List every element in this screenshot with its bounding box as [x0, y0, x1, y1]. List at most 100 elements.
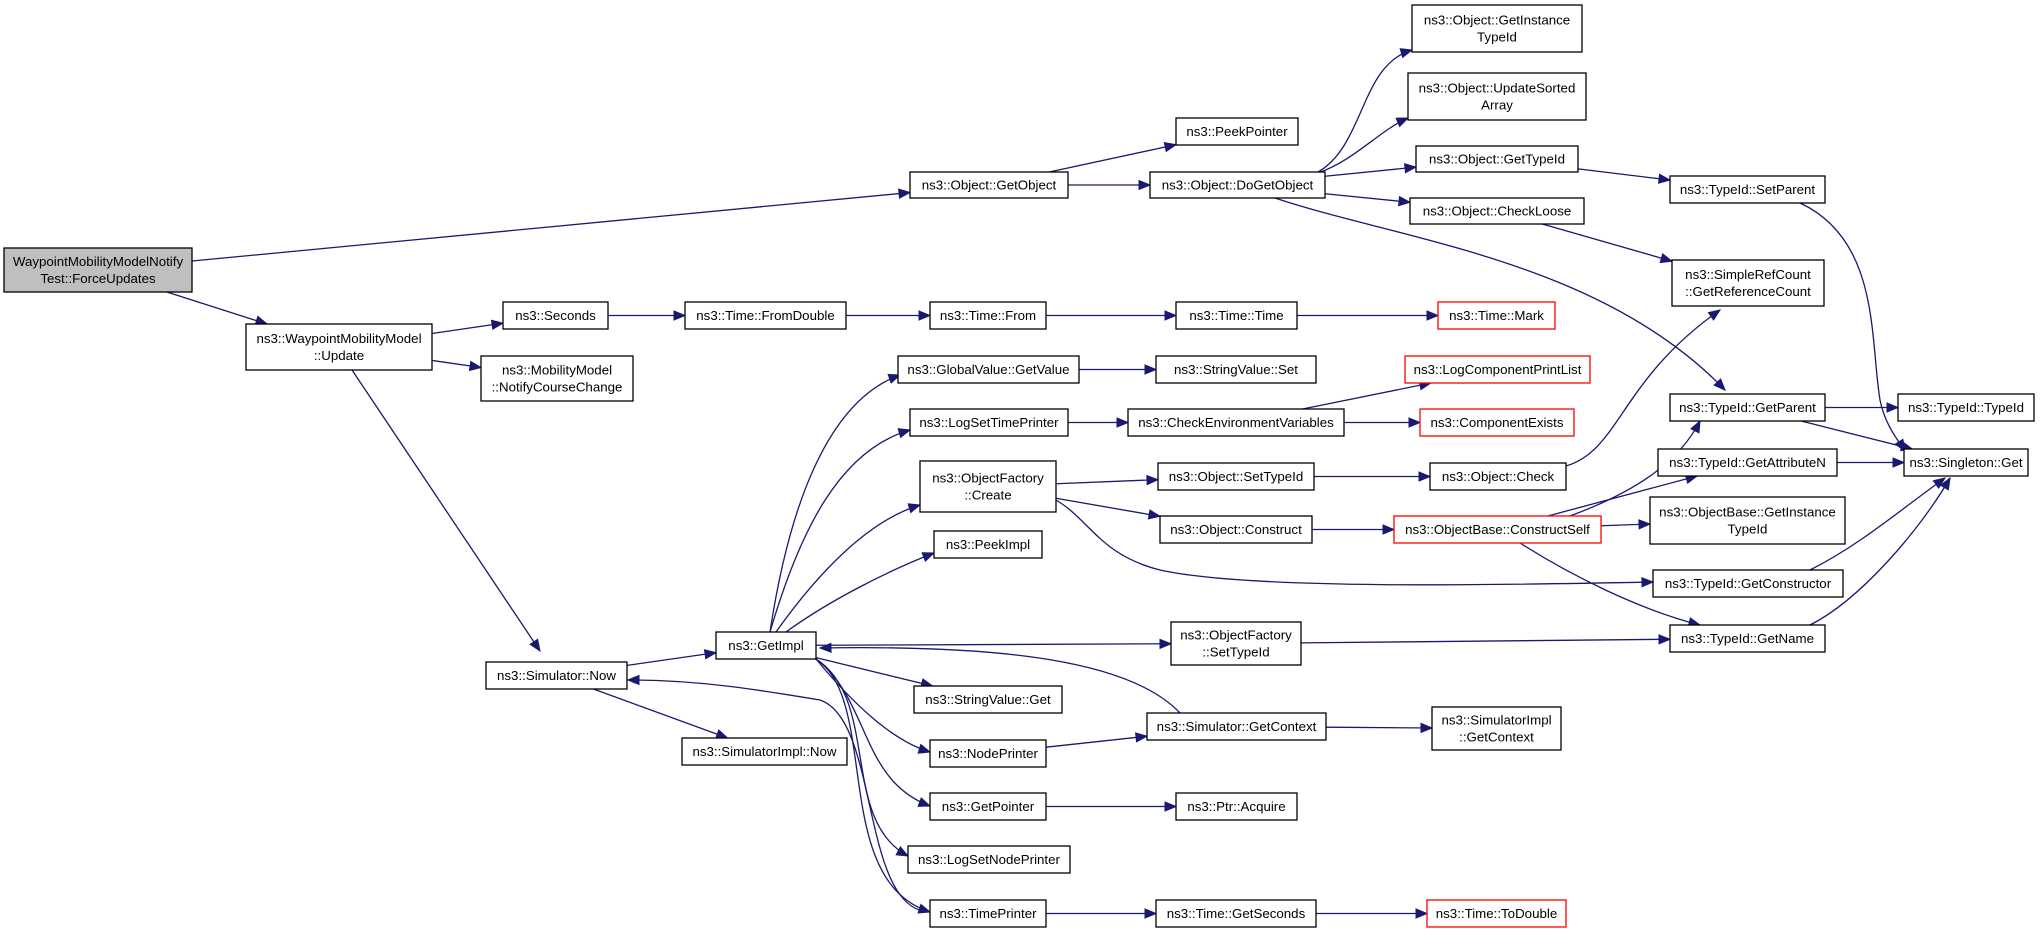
graph-node-peekpointer[interactable]: ns3::PeekPointer — [1175, 117, 1299, 146]
graph-node-tid_typeid[interactable]: ns3::TypeId::TypeId — [1897, 393, 2035, 422]
graph-node-sv_get[interactable]: ns3::StringValue::Get — [913, 685, 1063, 714]
node-box — [897, 355, 1080, 384]
graph-node-nodeprinter[interactable]: ns3::NodePrinter — [929, 739, 1047, 768]
graph-node-timemark[interactable]: ns3::Time::Mark — [1437, 301, 1556, 330]
graph-node-getname[interactable]: ns3::TypeId::GetName — [1669, 624, 1826, 653]
graph-node-ptr_acquire[interactable]: ns3::Ptr::Acquire — [1175, 792, 1298, 821]
graph-node-todouble[interactable]: ns3::Time::ToDouble — [1426, 899, 1567, 928]
graph-node-sim_getcontext[interactable]: ns3::Simulator::GetContext — [1146, 712, 1327, 741]
arrow-head-icon — [1713, 378, 1726, 391]
edge-tid_getparent-to-singleton — [1800, 420, 1914, 452]
node-label: ns3::LogSetNodePrinter — [918, 852, 1060, 867]
edge-getimpl-to-of_settypeid — [815, 638, 1173, 650]
node-box — [485, 661, 628, 690]
node-label: ns3::ComponentExists — [1430, 415, 1563, 430]
node-label: ns3::StringValue::Get — [925, 692, 1051, 707]
graph-node-wmm_update[interactable]: ns3::WaypointMobilityModel::Update — [245, 323, 433, 371]
graph-node-logcomplist[interactable]: ns3::LogComponentPrintList — [1404, 355, 1591, 384]
graph-node-dogetobject[interactable]: ns3::Object::DoGetObject — [1149, 171, 1326, 199]
edge-dogetobject-to-updatesortedarray — [1317, 117, 1410, 174]
graph-node-getseconds[interactable]: ns3::Time::GetSeconds — [1155, 899, 1317, 928]
graph-node-obj_check[interactable]: ns3::Object::Check — [1429, 462, 1567, 491]
edge-layer — [166, 48, 1951, 919]
node-label: ns3::Object::CheckLoose — [1423, 204, 1572, 219]
edge-timefrom-to-timetime — [1046, 310, 1178, 321]
edge-getname-to-singleton — [1809, 476, 1951, 626]
graph-node-tid_getparent[interactable]: ns3::TypeId::GetParent — [1669, 393, 1826, 422]
graph-node-force[interactable]: WaypointMobilityModelNotifyTest::ForceUp… — [3, 247, 193, 293]
graph-node-of_settypeid[interactable]: ns3::ObjectFactory::SetTypeId — [1170, 621, 1302, 666]
arrow-head-icon — [1147, 509, 1162, 520]
graph-node-of_create[interactable]: ns3::ObjectFactory::Create — [919, 460, 1057, 513]
graph-node-timeprinter[interactable]: ns3::TimePrinter — [929, 899, 1047, 928]
graph-node-obj_construct[interactable]: ns3::Object::Construct — [1159, 515, 1313, 544]
node-box — [1897, 393, 2035, 422]
node-label: ns3::Ptr::Acquire — [1187, 799, 1285, 814]
node-label: ns3::TypeId::GetName — [1681, 631, 1814, 646]
arrow-head-icon — [897, 428, 912, 439]
graph-node-checkenv[interactable]: ns3::CheckEnvironmentVariables — [1127, 408, 1345, 437]
graph-node-getattrn[interactable]: ns3::TypeId::GetAttributeN — [1657, 448, 1838, 477]
graph-node-sv_set[interactable]: ns3::StringValue::Set — [1155, 355, 1317, 384]
arrow-head-icon — [468, 360, 483, 372]
graph-node-peekimpl[interactable]: ns3::PeekImpl — [933, 530, 1043, 559]
edge-getimpl-to-gv_getvalue — [769, 373, 902, 633]
edge-getimpl-to-logsetnode — [815, 658, 910, 857]
graph-node-setparent[interactable]: ns3::TypeId::SetParent — [1669, 175, 1826, 204]
graph-node-obj_settypeid[interactable]: ns3::Object::SetTypeId — [1157, 462, 1315, 491]
node-label: ns3::Time::ToDouble — [1436, 906, 1557, 921]
node-box — [1426, 899, 1567, 928]
graph-node-sim_now[interactable]: ns3::Simulator::Now — [485, 661, 628, 690]
graph-node-obj_gettypeid[interactable]: ns3::Object::GetTypeId — [1415, 145, 1579, 173]
edge-dogetobject-to-tid_getparent — [1274, 197, 1726, 391]
graph-node-checkloose[interactable]: ns3::Object::CheckLoose — [1409, 197, 1585, 225]
node-label: ::NotifyCourseChange — [492, 380, 623, 395]
graph-node-timefrom[interactable]: ns3::Time::From — [929, 301, 1047, 330]
arrow-head-icon — [1892, 457, 1906, 468]
graph-node-logsettime[interactable]: ns3::LogSetTimePrinter — [909, 408, 1069, 437]
graph-node-simimpl_getcontext[interactable]: ns3::SimulatorImpl::GetContext — [1431, 706, 1562, 751]
edge-dogetobject-to-obj_gettypeid — [1324, 163, 1418, 177]
node-label: ns3::ObjectBase::GetInstance — [1659, 505, 1836, 520]
graph-node-logsetnode[interactable]: ns3::LogSetNodePrinter — [907, 845, 1071, 874]
node-box — [1431, 706, 1562, 751]
graph-node-singleton[interactable]: ns3::Singleton::Get — [1903, 448, 2029, 477]
arrow-head-icon — [1659, 252, 1674, 264]
graph-node-timetime[interactable]: ns3::Time::Time — [1175, 301, 1298, 330]
node-label: ::Update — [314, 348, 364, 363]
graph-node-getpointer[interactable]: ns3::GetPointer — [929, 792, 1047, 821]
node-label: ns3::Time::Mark — [1449, 308, 1544, 323]
graph-node-seconds[interactable]: ns3::Seconds — [502, 301, 609, 330]
arrow-head-icon — [898, 188, 912, 199]
graph-node-getconstructor[interactable]: ns3::TypeId::GetConstructor — [1652, 569, 1844, 598]
node-box — [1407, 72, 1587, 121]
graph-node-notifycourse[interactable]: ns3::MobilityModel::NotifyCourseChange — [480, 355, 634, 402]
node-label: ns3::Object::GetInstance — [1424, 13, 1570, 28]
graph-node-constructself[interactable]: ns3::ObjectBase::ConstructSelf — [1393, 515, 1602, 544]
node-box — [1175, 792, 1298, 821]
node-box — [684, 301, 847, 330]
arrow-head-icon — [1707, 309, 1722, 321]
graph-node-fromdouble[interactable]: ns3::Time::FromDouble — [684, 301, 847, 330]
graph-node-compexists[interactable]: ns3::ComponentExists — [1419, 408, 1575, 437]
graph-node-simimpl_now[interactable]: ns3::SimulatorImpl::Now — [681, 737, 848, 766]
graph-node-gv_getvalue[interactable]: ns3::GlobalValue::GetValue — [897, 355, 1080, 384]
node-label: ns3::GetImpl — [728, 638, 803, 653]
arrow-head-icon — [921, 552, 936, 563]
graph-node-getobject[interactable]: ns3::Object::GetObject — [909, 171, 1069, 199]
node-box — [1404, 355, 1591, 384]
graph-node-getimpl[interactable]: ns3::GetImpl — [715, 631, 817, 660]
arrow-head-icon — [907, 503, 922, 514]
graph-node-getrefcount[interactable]: ns3::SimpleRefCount::GetReferenceCount — [1671, 259, 1825, 307]
arrow-head-icon — [529, 638, 541, 653]
edge-dogetobject-to-checkloose — [1324, 193, 1412, 207]
node-box — [480, 355, 634, 402]
edge-checkenv-to-compexists — [1344, 417, 1422, 428]
arrow-head-icon — [1159, 638, 1173, 650]
node-label: ns3::StringValue::Set — [1174, 362, 1298, 377]
node-box — [1175, 301, 1298, 330]
edge-getconstructor-to-singleton — [1809, 477, 1947, 571]
